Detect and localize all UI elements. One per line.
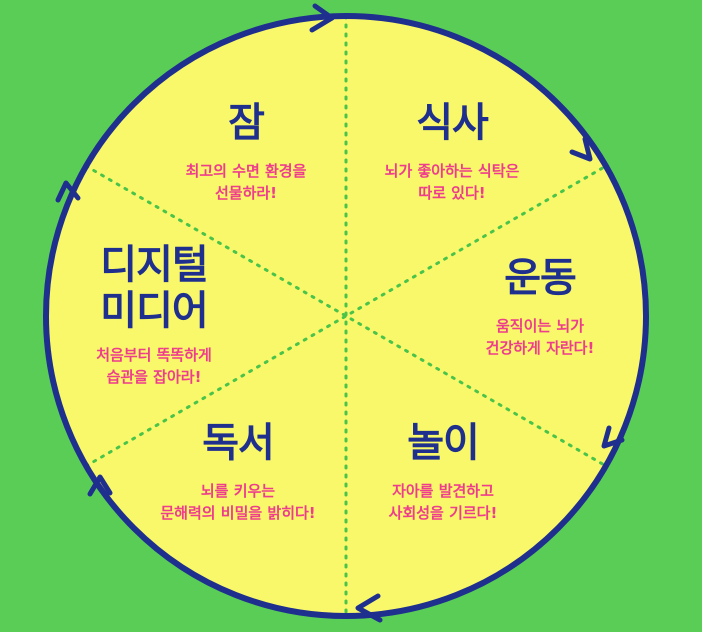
segment-title: 운동 bbox=[504, 255, 577, 301]
direction-arrows bbox=[55, 3, 625, 623]
segment-description: 움직이는 뇌가 건강하게 자란다! bbox=[485, 317, 595, 357]
segment-reading: 독서 뇌를 키우는 문해력의 비밀을 밝히다! bbox=[128, 420, 348, 524]
divider-diagonal-up bbox=[84, 164, 608, 468]
segment-digital-media: 디지털 미디어 처음부터 똑똑하게 습관을 잡아라! bbox=[44, 242, 264, 388]
wheel-rim bbox=[43, 13, 649, 619]
segment-title: 독서 bbox=[202, 420, 275, 466]
segment-play: 놀이 자아를 발견하고 사회성을 기르다! bbox=[333, 420, 553, 524]
segment-exercise: 운동 움직이는 뇌가 건강하게 자란다! bbox=[430, 255, 650, 359]
arrowhead-upper-right bbox=[569, 136, 593, 162]
segment-dividers bbox=[84, 14, 608, 618]
segment-sleep: 잠 최고의 수면 환경을 선물하라! bbox=[136, 100, 356, 204]
segment-meal: 식사 뇌가 좋아하는 식탁은 따로 있다! bbox=[342, 100, 562, 204]
arrowhead-top bbox=[309, 3, 335, 33]
segment-title: 놀이 bbox=[407, 420, 480, 466]
segment-title: 식사 bbox=[416, 100, 489, 146]
segment-title: 디지털 미디어 bbox=[100, 242, 208, 334]
arrowhead-lower-left bbox=[87, 474, 113, 497]
arrowhead-bottom bbox=[355, 593, 383, 623]
segment-description: 뇌를 키우는 문해력의 비밀을 밝히다! bbox=[160, 482, 316, 522]
segment-description: 뇌가 좋아하는 식탁은 따로 있다! bbox=[384, 162, 520, 202]
arrowhead-upper-left bbox=[55, 180, 81, 203]
segment-description: 자아를 발견하고 사회성을 기르다! bbox=[388, 482, 498, 522]
segment-description: 처음부터 똑똑하게 습관을 잡아라! bbox=[96, 346, 212, 386]
segment-title: 잠 bbox=[228, 100, 265, 146]
segment-description: 최고의 수면 환경을 선물하라! bbox=[185, 162, 307, 202]
arrowhead-lower-right bbox=[601, 425, 625, 449]
